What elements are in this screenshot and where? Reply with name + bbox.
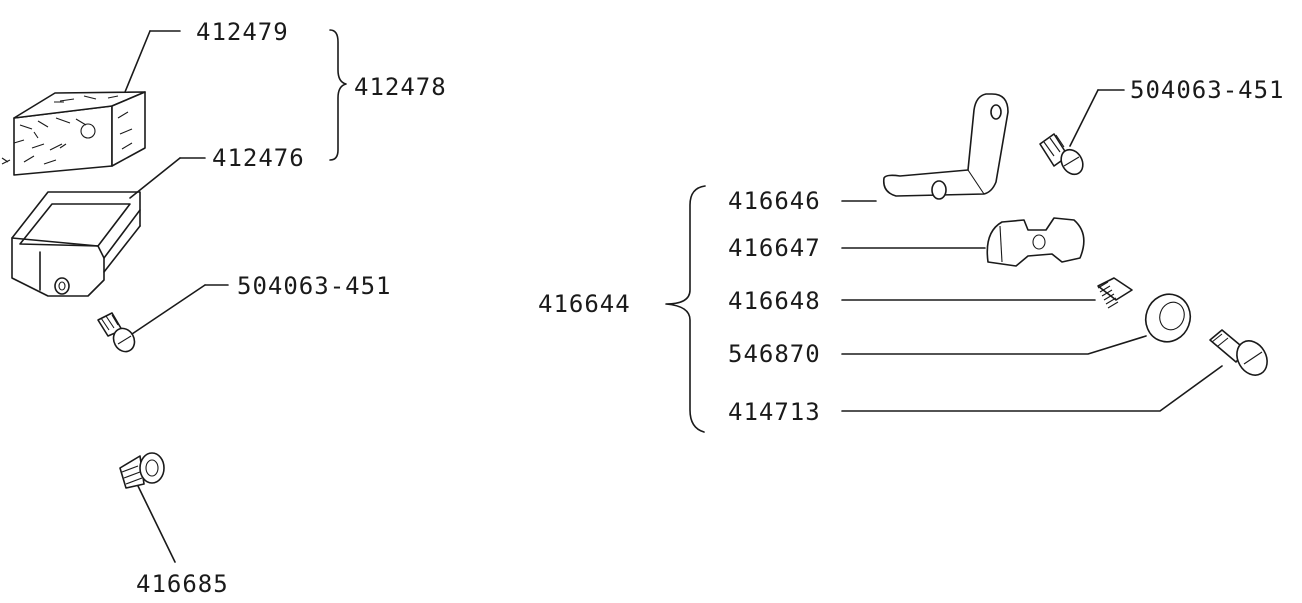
label-washer: 546870 — [728, 340, 821, 368]
shoulder-screw-part — [1209, 329, 1268, 376]
label-pad-holder: 412476 — [212, 144, 305, 172]
label-shoulder-screw: 414713 — [728, 398, 821, 426]
label-bracket-assembly: 416644 — [538, 290, 631, 318]
washer-part — [1144, 293, 1192, 343]
label-pad-assembly: 412478 — [354, 73, 447, 101]
label-screw-right: 504063-451 — [1130, 76, 1285, 104]
leader-washer — [841, 335, 1147, 355]
leader-screw-right — [1069, 89, 1099, 147]
label-screw-left: 504063-451 — [237, 272, 392, 300]
clamp-part — [986, 217, 1085, 267]
spring-part — [1097, 277, 1133, 309]
filter-pad-part — [1, 91, 146, 176]
leader-pad-holder — [129, 157, 181, 199]
label-filter-pad: 412479 — [196, 18, 289, 46]
label-screw-bottom: 416685 — [136, 570, 229, 598]
label-clamp: 416647 — [728, 234, 821, 262]
brace-412478 — [329, 29, 347, 161]
brace-416644 — [665, 185, 706, 433]
pad-holder-part — [11, 191, 141, 297]
leader-screw-bottom — [137, 485, 176, 563]
label-spring: 416648 — [728, 287, 821, 315]
screw-bottom-part — [119, 452, 165, 489]
screw-right-part — [1039, 133, 1084, 176]
bracket-part — [882, 93, 1009, 200]
leader-screw-left — [131, 284, 206, 335]
screw-left-part — [97, 312, 136, 353]
leader-filter-pad — [124, 30, 151, 93]
label-bracket: 416646 — [728, 187, 821, 215]
leader-shoulder-screw — [841, 365, 1223, 412]
